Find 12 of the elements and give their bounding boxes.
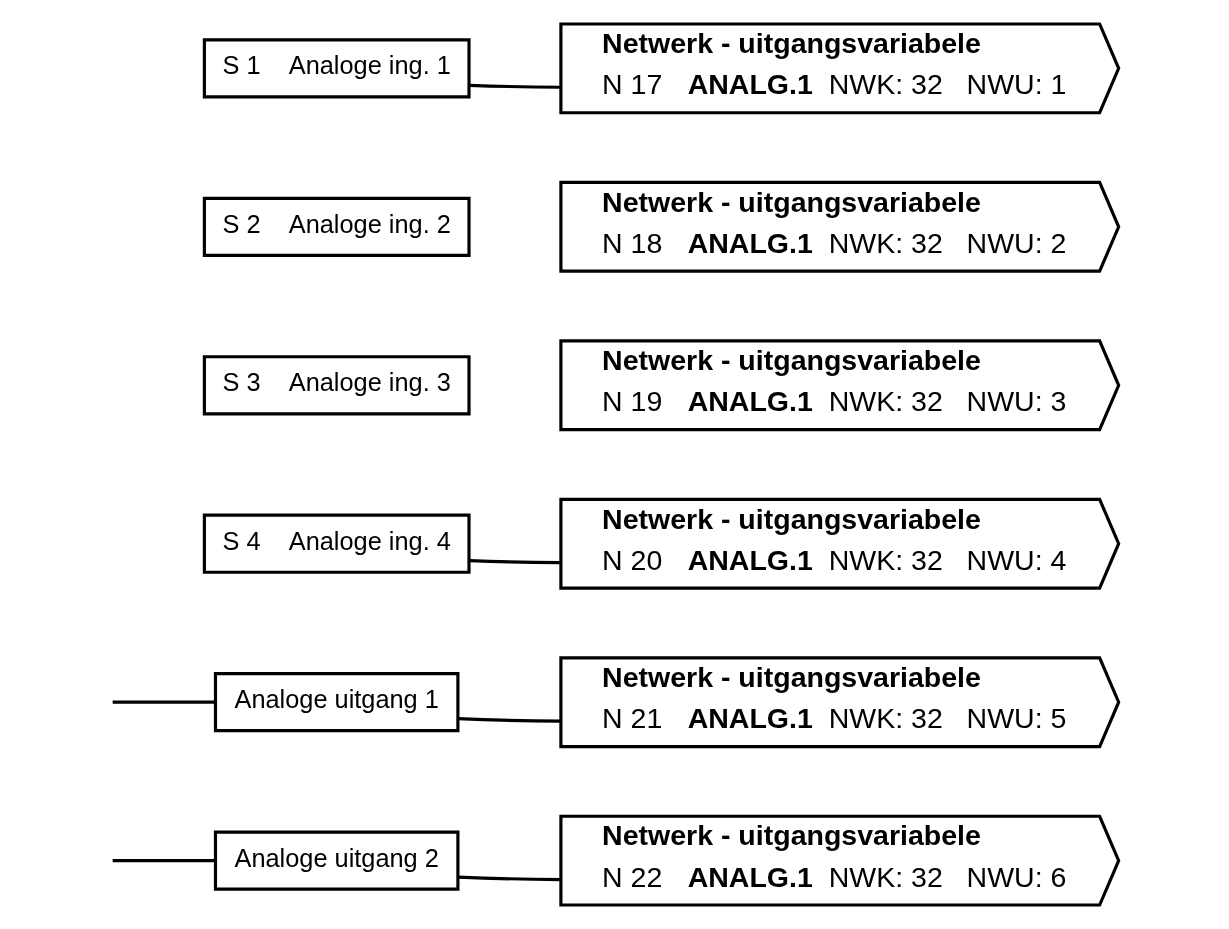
node-box: Analoge uitgang 1 <box>213 672 459 733</box>
connector <box>457 875 561 882</box>
node-box: S 4 Analoge ing. 4 <box>202 513 471 574</box>
connector <box>469 559 561 565</box>
node-box: S 1 Analoge ing. 1 <box>202 38 471 99</box>
connector <box>469 83 561 89</box>
node-box: S 3 Analoge ing. 3 <box>202 355 471 416</box>
connector <box>457 717 561 723</box>
node-box: Analoge uitgang 2 <box>213 830 459 891</box>
node-box: S 2 Analoge ing. 2 <box>202 196 471 257</box>
connector <box>112 700 215 704</box>
connector <box>112 859 215 863</box>
